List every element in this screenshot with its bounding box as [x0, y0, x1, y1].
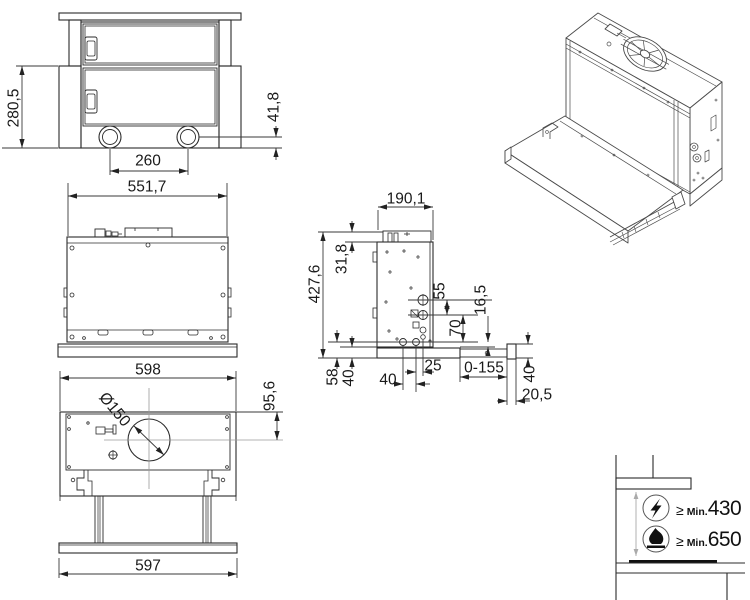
- isometric-view: [504, 12, 723, 246]
- dim-label-depth: 190,1: [386, 190, 426, 208]
- rear-view: [57, 227, 238, 358]
- front-view-dimensions: [2, 65, 282, 236]
- dim-label-cap-width: 20,5: [521, 386, 553, 404]
- clearance-gas-label: ≥ Min. 650: [676, 528, 742, 552]
- electric-min-value: 430: [707, 497, 742, 520]
- dim-label-hole-x-gap: 25: [424, 357, 442, 375]
- dim-label-duct-offset: 95,6: [261, 380, 279, 412]
- flame-icon: [642, 525, 670, 553]
- dim-label-slide-range: 0-155: [464, 359, 504, 377]
- dim-label-total-height: 427,6: [306, 264, 324, 304]
- side-view: [372, 230, 517, 360]
- dim-label-spigot-height: 31,8: [333, 243, 351, 275]
- clearance-diagram: [615, 455, 745, 600]
- dim-label-body-width: 551,7: [127, 178, 167, 196]
- dim-label-front-height: 280,5: [5, 88, 23, 128]
- gte-symbol: ≥: [676, 502, 684, 518]
- gas-min-value: 650: [707, 528, 742, 551]
- dim-label-hole-x-offset: 40: [379, 371, 397, 389]
- front-view: [58, 12, 242, 149]
- dim-label-lamp-spacing: 260: [135, 152, 161, 170]
- dim-label-left-offset-minor: 40: [340, 369, 358, 387]
- dim-label-hole-gap-lower: 70: [447, 319, 465, 337]
- dim-label-top-width: 598: [135, 361, 161, 379]
- top-view-centerlines: [104, 388, 283, 489]
- gte-symbol: ≥: [676, 533, 684, 549]
- dim-label-lamp-offset: 41,8: [265, 91, 283, 123]
- top-view: [58, 411, 238, 554]
- dim-label-bottom-width: 597: [135, 557, 161, 575]
- dim-label-rail-height: 40: [521, 365, 539, 383]
- lightning-icon: [642, 494, 670, 522]
- dim-label-left-offset-major: 58: [324, 368, 342, 386]
- min-label: Min.: [686, 506, 708, 518]
- side-view-dimensions: [318, 204, 533, 405]
- clearance-electric-label: ≥ Min. 430: [676, 497, 742, 521]
- top-view-dimensions: [58, 371, 283, 578]
- dim-label-hole-gap-upper: 55: [431, 282, 449, 300]
- fan-icon: [620, 36, 670, 72]
- dim-label-hole-row-offset: 16,5: [472, 284, 490, 316]
- min-label: Min.: [686, 537, 708, 549]
